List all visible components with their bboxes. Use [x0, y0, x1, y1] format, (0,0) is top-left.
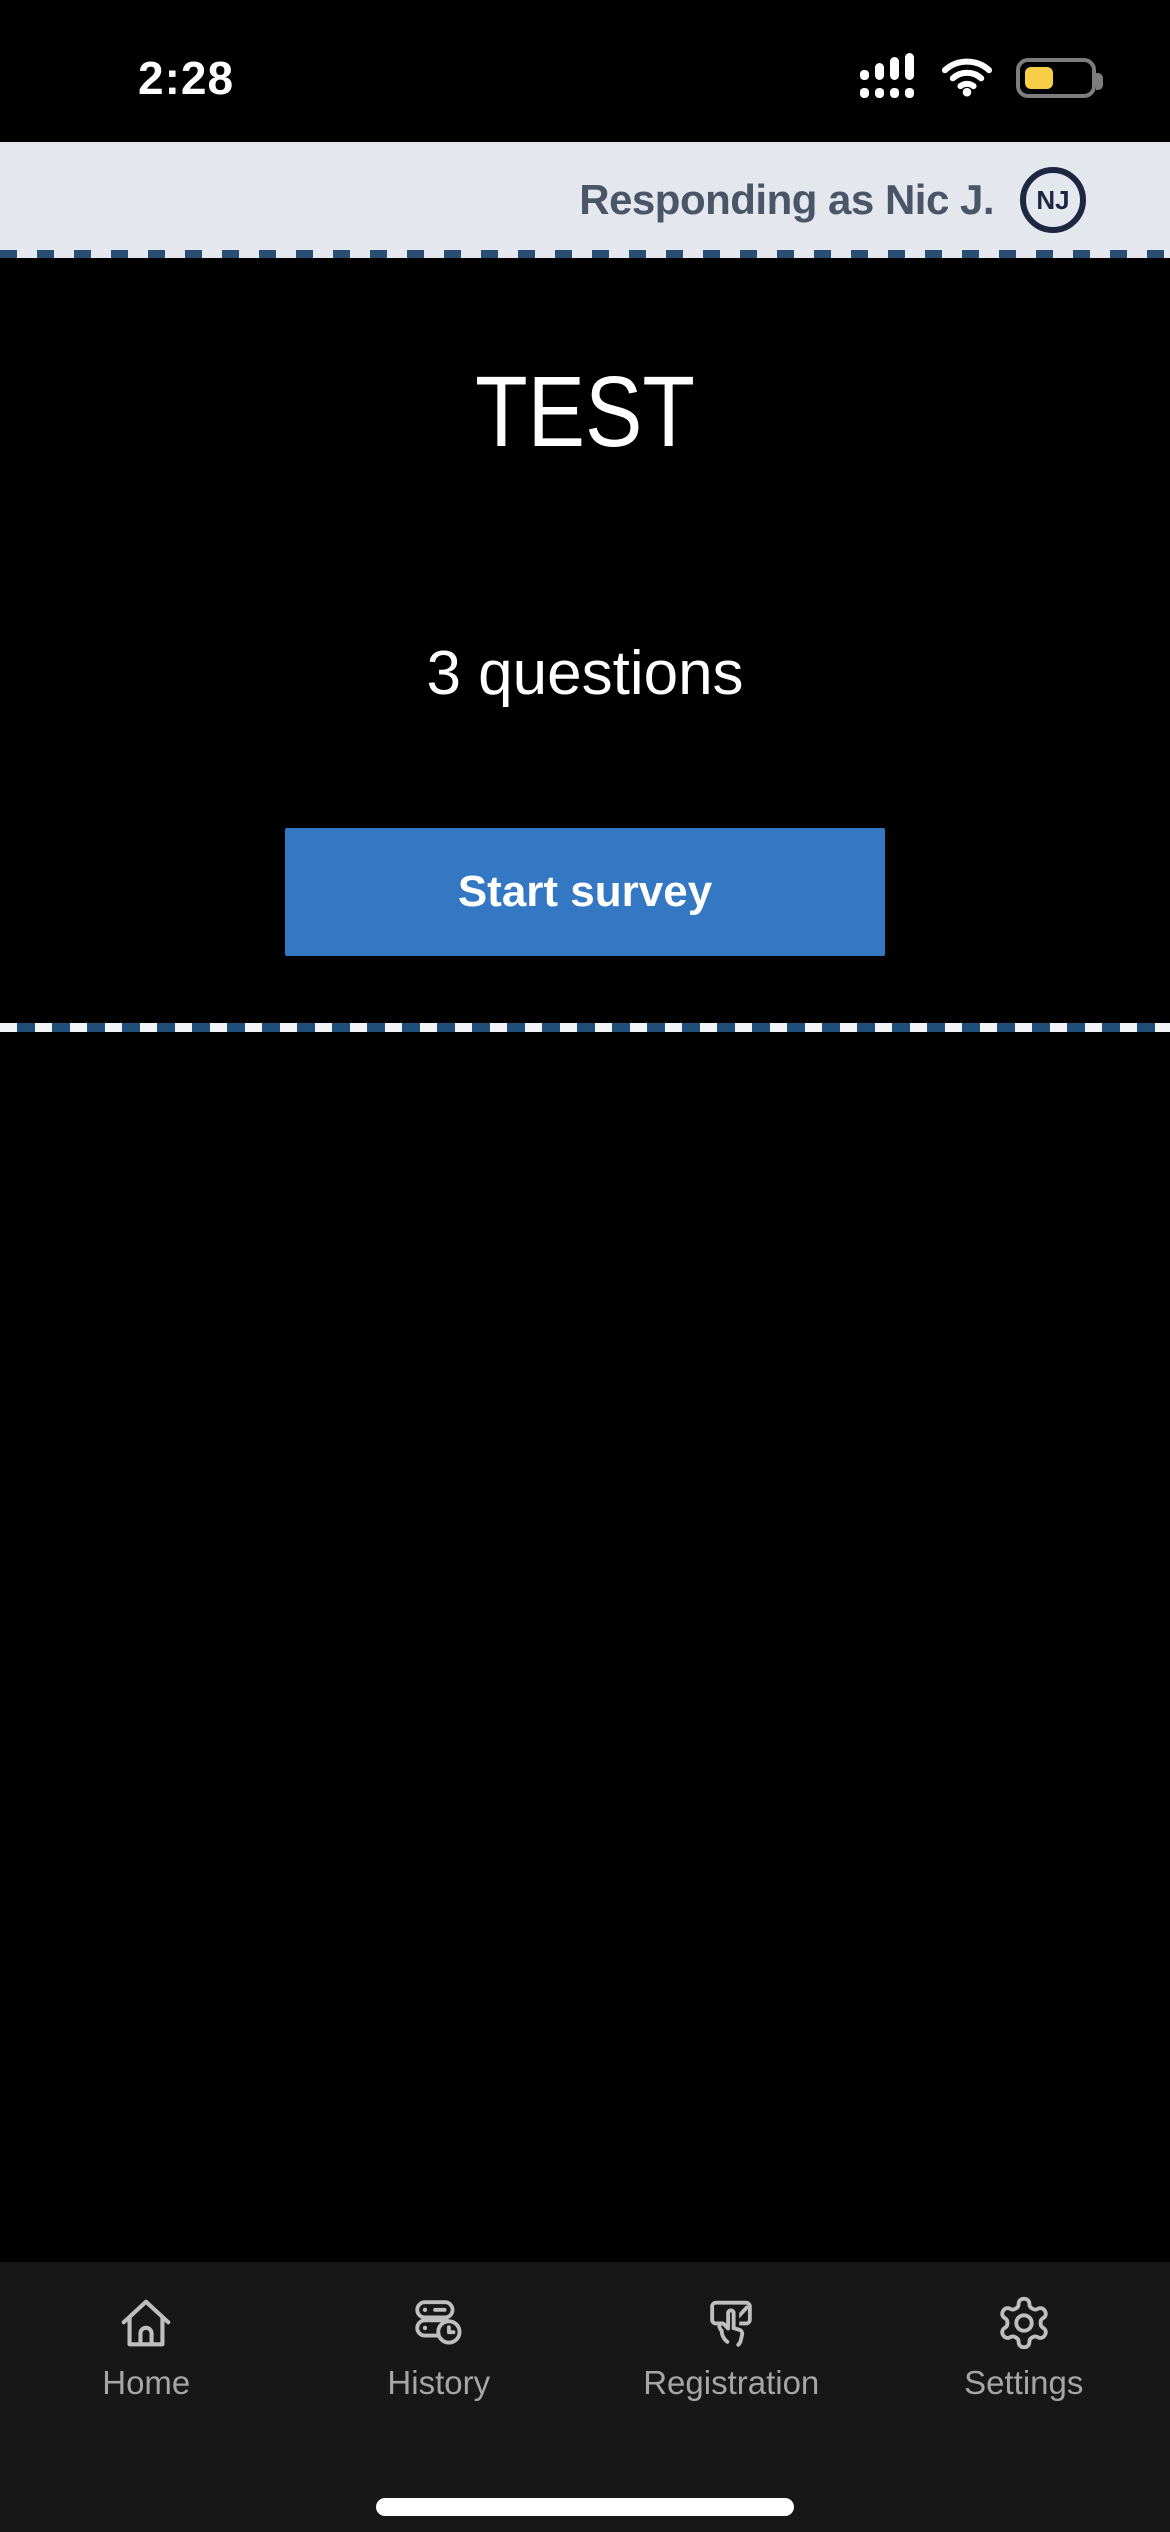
dashed-separator	[0, 1023, 1170, 1032]
battery-fill	[1025, 67, 1053, 89]
avatar[interactable]: NJ	[1020, 167, 1086, 233]
tab-label-home: Home	[102, 2364, 191, 2401]
battery-nub	[1096, 73, 1103, 90]
status-icons	[860, 52, 1103, 104]
settings-icon	[995, 2294, 1053, 2352]
status-time: 2:28	[138, 52, 235, 104]
history-icon	[410, 2294, 468, 2352]
tab-bar: Home History	[0, 2262, 1170, 2532]
home-icon	[117, 2294, 175, 2352]
tab-label-registration: Registration	[643, 2364, 820, 2401]
responding-header: Responding as Nic J. NJ	[0, 142, 1170, 258]
tab-history[interactable]: History	[293, 2294, 586, 2402]
tab-label-settings: Settings	[964, 2364, 1084, 2401]
responding-as-label: Responding as Nic J.	[579, 176, 994, 223]
survey-question-count: 3 questions	[426, 639, 744, 708]
tab-registration[interactable]: Registration	[585, 2294, 878, 2402]
cellular-signal-icon	[860, 52, 918, 104]
battery-icon	[1016, 58, 1103, 98]
start-survey-button[interactable]: Start survey	[285, 828, 885, 956]
tab-home[interactable]: Home	[0, 2294, 293, 2402]
tab-label-history: History	[387, 2364, 491, 2401]
status-bar: 2:28	[0, 0, 1170, 142]
tab-settings[interactable]: Settings	[878, 2294, 1170, 2402]
home-indicator[interactable]	[376, 2498, 794, 2516]
wifi-icon	[940, 55, 994, 102]
survey-title: TEST	[475, 356, 695, 468]
registration-icon	[702, 2294, 760, 2352]
